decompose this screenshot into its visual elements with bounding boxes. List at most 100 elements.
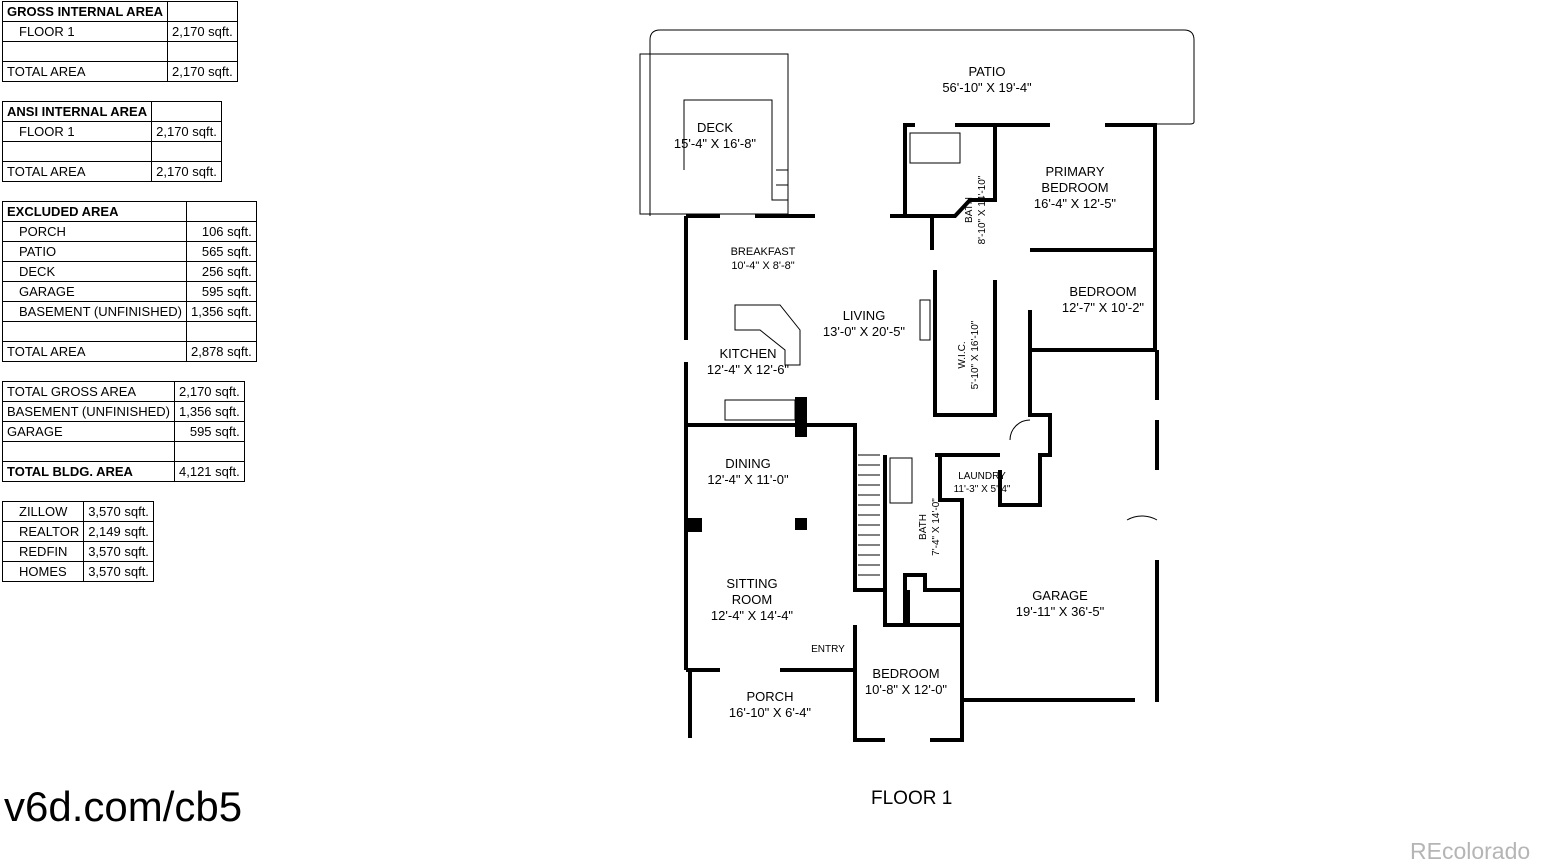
room-name: PRIMARY (1046, 164, 1105, 179)
area-value: 4,121 sqft. (174, 461, 245, 482)
room-dims: 12'-4" X 12'-6" (707, 362, 790, 377)
tub-bath2 (889, 457, 913, 504)
columns (688, 299, 931, 532)
room-name: LAUNDRY (958, 471, 1006, 482)
exterior-wall-north (686, 123, 1157, 250)
area-value: 2,170 sqft. (167, 61, 238, 82)
area-value: 565 sqft. (186, 241, 257, 262)
interior-wall-garage-w (998, 350, 1052, 507)
room-dims: 12'-7" X 10'-2" (1062, 300, 1145, 315)
room-name: W.I.C. (957, 341, 968, 368)
area-value: 3,570 sqft. (83, 561, 154, 582)
watermark: REcolorado (1410, 838, 1531, 864)
deck-rail (683, 99, 788, 201)
room-name: BEDROOM (1069, 284, 1136, 299)
room-entry: ENTRY (811, 644, 845, 655)
area-label: REALTOR (1, 521, 85, 542)
area-value: 256 sqft. (186, 261, 257, 282)
interior-wall-bath2 (883, 455, 962, 627)
area-label: HOMES (1, 561, 85, 582)
exterior-wall-porch (686, 668, 815, 738)
area-label: BASEMENT (UNFINISHED) (2, 301, 187, 322)
room-name: BREAKFAST (731, 246, 796, 258)
table-row (2, 321, 257, 342)
area-value: 2,170 sqft. (151, 161, 222, 182)
column (919, 299, 931, 341)
room-dims: 11'-3" X 5'-4" (954, 484, 1011, 495)
room-dims: 56'-10" X 19'-4" (942, 80, 1032, 95)
room-dims: 7'-4" X 14'-0" (931, 498, 942, 556)
area-label: TOTAL AREA (1, 161, 153, 182)
column (688, 518, 702, 532)
table-row: BASEMENT (UNFINISHED)1,356 sqft. (2, 301, 257, 322)
room-name: BATH (918, 514, 929, 540)
room-dims: 16'-10" X 6'-4" (729, 705, 812, 720)
area-label: ANSI INTERNAL AREA (1, 101, 153, 122)
tub-primary (909, 132, 961, 164)
room-dims: 8'-10" X 14'-10" (977, 175, 988, 244)
room-dims: 5'-10" X 16'-10" (970, 320, 981, 389)
area-label: TOTAL GROSS AREA (2, 381, 175, 402)
table-row (1, 41, 238, 62)
room-dims: 12'-4" X 14'-4" (711, 608, 794, 623)
interior-wall-bath-primary (905, 125, 997, 218)
kitchen-counter (724, 399, 796, 421)
tour-url[interactable]: v6d.com/cb5 (4, 783, 243, 830)
floor-label: FLOOR 1 (871, 788, 953, 809)
room-laundry: LAUNDRY 11'-3" X 5'-4" (954, 471, 1011, 495)
room-name: DINING (725, 456, 771, 471)
room-dims: 15'-4" X 16'-8" (674, 136, 757, 151)
area-label: BASEMENT (UNFINISHED) (2, 401, 175, 422)
interior-wall-bedroom2 (1028, 248, 1157, 352)
room-dims: 10'-4" X 8'-8" (731, 260, 794, 272)
room-dims: 13'-0" X 20'-5" (823, 324, 906, 339)
room-dims: 10'-8" X 12'-0" (865, 682, 948, 697)
interior-wall-stair (853, 455, 885, 592)
garage-door-swing (1126, 515, 1158, 521)
table-row: BASEMENT (UNFINISHED)1,356 sqft. (2, 401, 245, 422)
room-name: PORCH (747, 689, 794, 704)
entry-door-swing (1009, 419, 1031, 441)
plan-outlines (639, 29, 1195, 742)
room-name: GARAGE (1032, 588, 1088, 603)
room-wic: W.I.C.5'-10" X 16'-10" (957, 320, 981, 389)
area-value: 595 sqft. (186, 281, 257, 302)
interior-wall-kitchen (686, 423, 857, 455)
kitchen-island (734, 304, 801, 366)
room-name: KITCHEN (719, 346, 776, 361)
room-name: LIVING (843, 308, 886, 323)
table-row (1, 141, 222, 162)
column (795, 518, 807, 530)
room-name: BEDROOM (872, 666, 939, 681)
area-value: 2,170 sqft. (174, 381, 245, 402)
area-label: TOTAL AREA (2, 341, 187, 362)
area-value: 3,570 sqft. (83, 541, 154, 562)
area-value: 2,878 sqft. (186, 341, 257, 362)
room-name: DECK (697, 120, 733, 135)
room-dims: 12'-4" X 11'-0" (707, 472, 789, 487)
area-label: GARAGE (2, 281, 187, 302)
